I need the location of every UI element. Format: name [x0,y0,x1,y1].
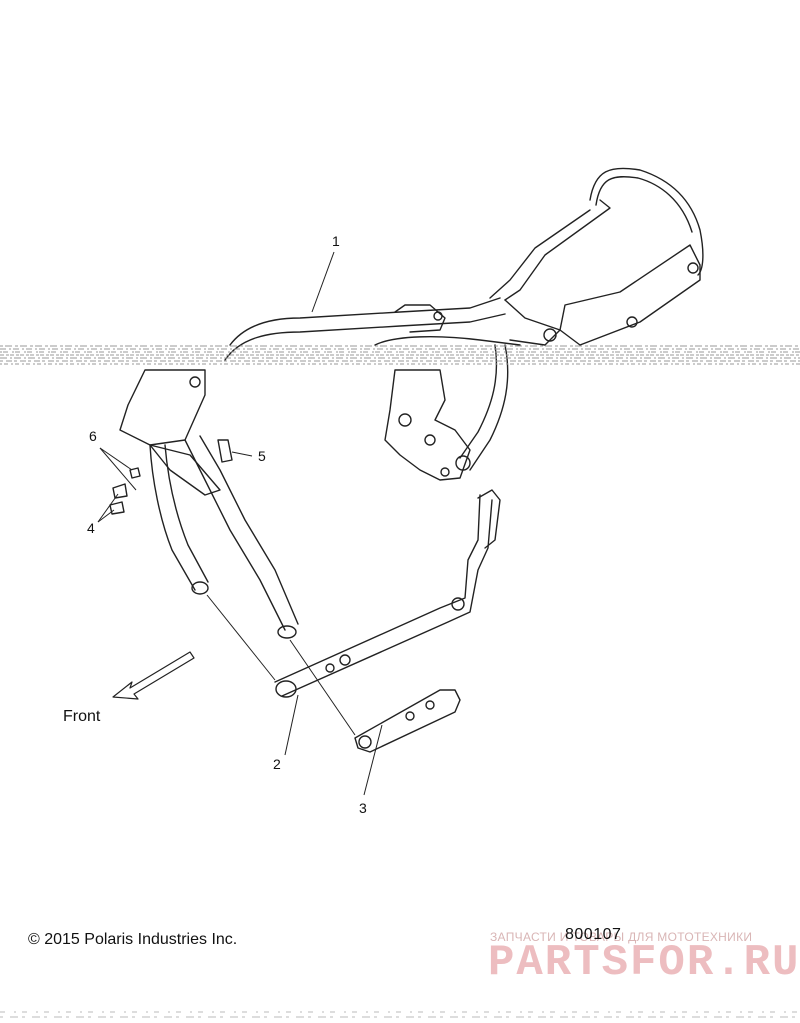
link-part-5 [217,439,233,463]
callout-6: 6 [89,428,97,444]
steering-head [119,369,206,446]
figure-id: 800107 [565,926,622,943]
front-down-tube-right [184,439,286,631]
rail-tip [477,489,501,549]
rear-rail-upper [504,199,611,301]
rear-loop-inner [595,175,693,233]
rear-rail-upper-2 [489,209,591,299]
leader-6b [99,447,137,491]
leader-front-right [289,639,356,736]
leader-1 [311,251,335,313]
callout-5: 5 [258,448,266,464]
rear-plate-right [559,244,701,346]
lower-rail-part-2 [274,494,481,683]
watermark-brand: PARTSFOR.RU [488,938,800,988]
leader-5 [231,451,253,457]
bracket-part-3 [354,689,461,753]
callout-1: 1 [332,233,340,249]
leader-4a [97,493,119,523]
center-mount [394,304,446,333]
rear-loop-part [589,167,704,276]
center-bracket [384,369,471,481]
lower-right-tube [374,336,521,346]
front-gusset [149,444,221,496]
callout-2: 2 [273,756,281,772]
leader-6a [99,447,133,471]
lower-rail-part-2-b [281,499,493,697]
callout-3: 3 [359,800,367,816]
leader-front-left [206,594,276,681]
leader-4b [97,509,115,523]
main-top-tube-lower [224,313,506,361]
main-top-tube [229,297,501,346]
rear-down-tube-2 [459,344,498,459]
leader-3 [363,724,383,796]
front-arrow-icon [112,651,195,700]
front-down-tube-left-2 [164,444,209,583]
rear-plate-left [504,299,561,346]
scan-noise-band [0,345,800,365]
rear-down-tube [469,344,509,471]
front-label: Front [63,708,101,725]
leader-2 [284,694,299,756]
bolt-part-6 [129,467,141,479]
copyright-text: © 2015 Polaris Industries Inc. [28,931,238,948]
front-down-tube-right-2 [199,435,299,625]
bolt-part-4b [109,501,125,515]
front-down-tube-left [149,444,196,591]
bolt-part-4a [112,483,128,499]
watermark-tagline: ЗАПЧАСТИ И ТОВАРЫ ДЛЯ МОТОТЕХНИКИ [490,930,753,944]
callout-4: 4 [87,520,95,536]
bottom-noise [0,1011,800,1018]
